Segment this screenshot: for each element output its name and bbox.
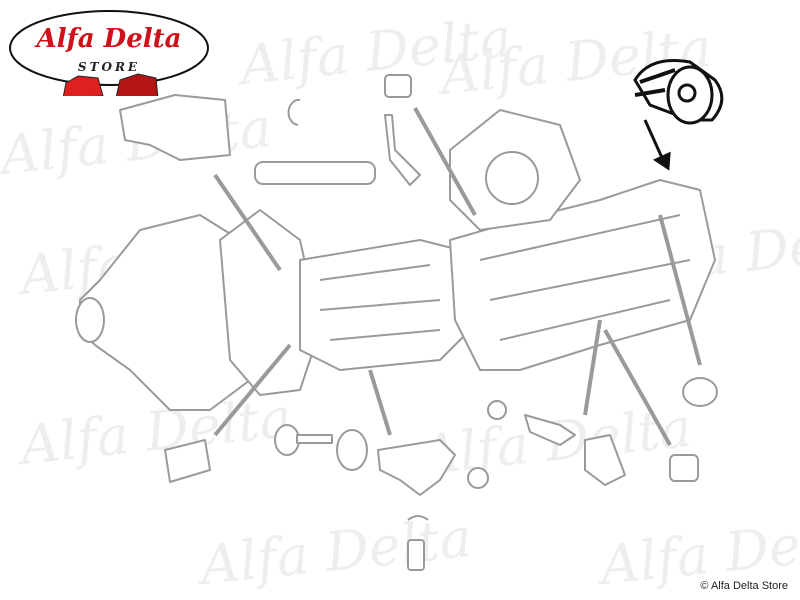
shift-tower xyxy=(119,94,231,161)
store-logo[interactable]: Alfa Delta STORE xyxy=(8,8,210,96)
plug xyxy=(384,74,412,98)
seal-ring xyxy=(336,429,368,471)
sensor-switch xyxy=(524,414,576,446)
washer-2 xyxy=(487,400,507,420)
car-icons xyxy=(62,73,159,96)
circlip xyxy=(287,98,301,126)
spring-clip xyxy=(407,515,429,521)
rear-extension xyxy=(377,439,456,496)
bolt xyxy=(407,539,425,571)
logo-subtitle: STORE xyxy=(77,60,141,74)
intermediate-plate xyxy=(219,209,321,396)
bushing xyxy=(164,439,211,483)
gear-shaft xyxy=(296,434,333,444)
highlighted-engine-mount-bushing xyxy=(633,58,724,125)
logo-ellipse xyxy=(9,10,209,96)
copyright-notice: © Alfa Delta Store xyxy=(700,580,788,592)
washer xyxy=(467,467,489,489)
pointer-arrow xyxy=(643,119,671,171)
gear xyxy=(274,424,300,456)
leader-lines xyxy=(213,107,702,446)
boot xyxy=(584,434,626,486)
input-shaft-collar xyxy=(75,297,105,343)
shaft xyxy=(254,161,376,185)
logo-title: Alfa Delta xyxy=(36,24,182,54)
bracket xyxy=(384,114,421,186)
rear-case xyxy=(449,179,716,371)
filter-cap xyxy=(682,377,718,407)
drain-plug xyxy=(669,454,699,482)
